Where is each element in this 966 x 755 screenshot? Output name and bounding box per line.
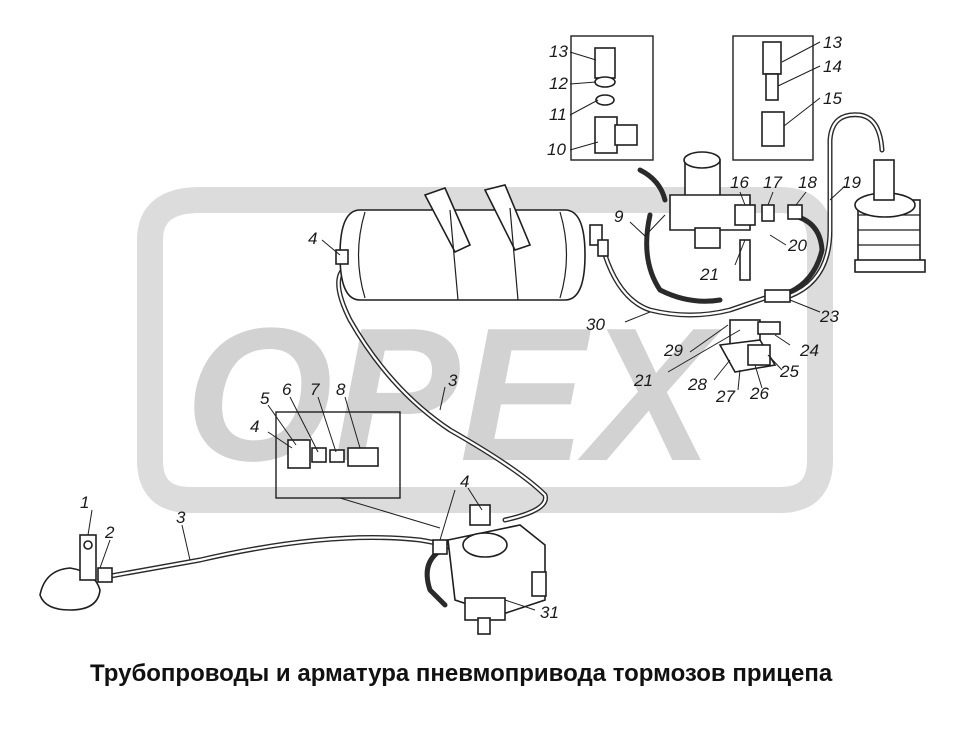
callout-17: 17 <box>763 173 782 192</box>
callout-7: 7 <box>310 380 320 399</box>
leader-lines <box>87 41 846 611</box>
brake-piping-diagram: OPEX <box>39 33 926 635</box>
callout-23: 23 <box>819 307 839 326</box>
inset-box-top-left <box>570 35 654 161</box>
callout-16: 16 <box>730 173 749 192</box>
callout-18: 18 <box>798 173 817 192</box>
pipelines <box>102 112 885 608</box>
callout-30: 30 <box>586 315 605 334</box>
callout-4: 4 <box>308 229 317 248</box>
callout-2: 2 <box>104 523 115 542</box>
callout-21: 21 <box>699 265 719 284</box>
callout-13: 13 <box>823 33 842 52</box>
callout-13: 13 <box>549 42 568 61</box>
callout-4: 4 <box>460 472 469 491</box>
trailer-control-valve <box>432 504 547 635</box>
callout-6: 6 <box>282 380 292 399</box>
callout-12: 12 <box>549 74 568 93</box>
callout-25: 25 <box>779 362 799 381</box>
callout-10: 10 <box>547 140 566 159</box>
callout-1: 1 <box>80 493 89 512</box>
callout-24: 24 <box>799 341 819 360</box>
callout-15: 15 <box>823 89 842 108</box>
callout-11: 11 <box>549 105 567 124</box>
watermark-text: OPEX <box>185 289 723 501</box>
callout-19: 19 <box>842 173 861 192</box>
fitting-group <box>718 289 791 373</box>
callout-26: 26 <box>749 384 769 403</box>
callout-labels: 1 2 3 3 4 4 4 4 5 6 7 8 9 10 11 12 13 13… <box>80 33 861 622</box>
callout-8: 8 <box>336 380 346 399</box>
watermark: OPEX <box>137 187 833 513</box>
callout-31: 31 <box>540 603 559 622</box>
callout-21: 21 <box>633 371 653 390</box>
callout-9: 9 <box>614 207 624 226</box>
diagram-caption: Трубопроводы и арматура пневмопривода то… <box>90 660 833 687</box>
callout-20: 20 <box>787 236 807 255</box>
callout-29: 29 <box>663 341 683 360</box>
callout-4: 4 <box>250 417 259 436</box>
callout-14: 14 <box>823 57 842 76</box>
brake-crane <box>39 534 113 611</box>
callout-27: 27 <box>715 387 735 406</box>
inset-box-top-right <box>732 35 814 161</box>
air-tank <box>335 184 609 301</box>
air-valve <box>669 151 803 281</box>
callout-3: 3 <box>448 371 458 390</box>
callout-3: 3 <box>176 508 186 527</box>
inset-box-left <box>275 411 441 529</box>
coupling-head <box>854 159 926 273</box>
callout-5: 5 <box>260 389 270 408</box>
callout-28: 28 <box>687 375 707 394</box>
